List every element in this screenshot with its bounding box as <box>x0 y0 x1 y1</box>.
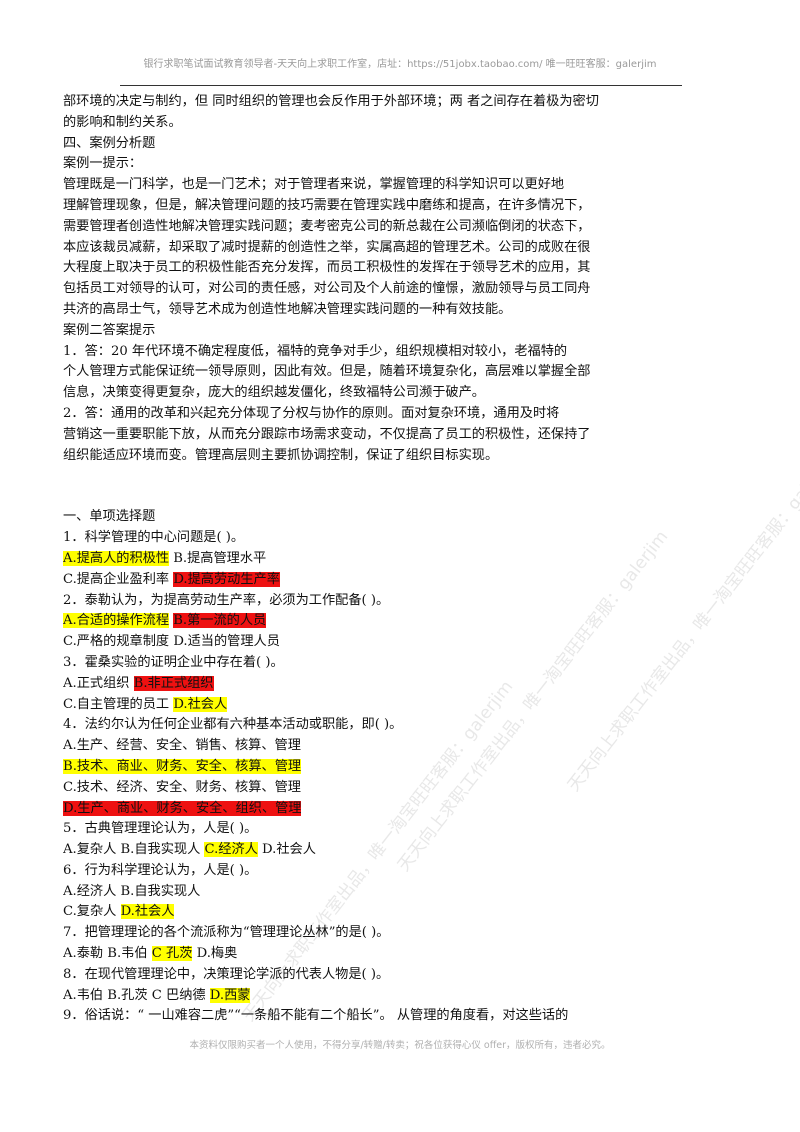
question: 7．把管理理论的各个流派称为“管理理论丛林”的是( )。 <box>63 925 390 941</box>
spacer <box>63 466 683 507</box>
question: 9．俗话说：“ 一山难容二虎”“一条船不能有二个船长”。 从管理的角度看，对这些… <box>63 1008 569 1024</box>
question: 5．古典管理理论认为，人是( )。 <box>63 821 258 837</box>
question: 8．在现代管理理论中，决策理论学派的代表人物是( )。 <box>63 966 390 982</box>
document-body: 部环境的决定与制约，但 同时组织的管理也会反作用于外部环境；两 者之间存在着极为… <box>63 92 683 1027</box>
question: 3．霍桑实验的证明企业中存在着( )。 <box>63 654 284 670</box>
section-heading: 一、单项选择题 <box>63 509 156 525</box>
options-row: C.自主管理的员工 D.社会人 <box>63 695 683 716</box>
options-row: A.韦伯 B.孔茨 C 巴纳德 D.西蒙 <box>63 986 683 1007</box>
text-line: 理解管理现象，但是，解决管理问题的技巧需要在管理实践中磨练和提高，在许多情况下， <box>63 197 591 213</box>
option-highlight-yellow: C.经济人 <box>204 842 258 858</box>
question: 2．泰勒认为，为提高劳动生产率，必须为工作配备( )。 <box>63 592 390 608</box>
options-row: A.复杂人 B.自我实现人 C.经济人 D.社会人 <box>63 840 683 861</box>
page-footer: 本资料仅限购买者一个人使用，不得分享/转赠/转卖；祝各位获得心仪 offer，版… <box>189 1040 611 1051</box>
option-highlight-red: D.生产、商业、财务、安全、组织、管理 <box>63 800 302 816</box>
question: 1．科学管理的中心问题是( )。 <box>63 530 245 546</box>
option: D.梅奥 <box>192 946 238 962</box>
option: D.社会人 <box>257 842 316 858</box>
option: B.提高管理水平 <box>169 550 267 566</box>
text-line: 部环境的决定与制约，但 同时组织的管理也会反作用于外部环境；两 者之间存在着极为… <box>63 94 599 109</box>
options-row: B.技术、商业、财务、安全、核算、管理 <box>63 757 683 778</box>
text-line: 本应该裁员减薪，却采取了减时提薪的创造性之举，实属高超的管理艺术。公司的成败在很 <box>63 239 591 255</box>
text-line: 组织能适应环境而变。管理高层则主要抓协调控制，保证了组织目标实现。 <box>63 446 683 467</box>
option-highlight-yellow: D.社会人 <box>173 696 228 712</box>
text-line: 管理既是一门科学，也是一门艺术；对于管理者来说，掌握管理的科学知识可以更好地 <box>63 177 565 193</box>
option: A.泰勒 B.韦伯 <box>63 946 152 962</box>
text-line: 信息，决策变得更复杂，庞大的组织越发僵化，终致福特公司濒于破产。 <box>63 385 485 401</box>
question: 4．法约尔认为任何企业都有六种基本活动或职能，即( )。 <box>63 717 403 733</box>
options-row: A.经济人 B.自我实现人 <box>63 883 201 899</box>
text-line: 2．答：通用的改革和兴起充分体现了分权与协作的原则。面对复杂环境，通用及时将 <box>63 405 560 421</box>
option-highlight-yellow: A.合适的操作流程 <box>63 613 170 629</box>
text-line: 的影响和制约关系。 <box>63 114 182 130</box>
option: C.提高企业盈利率 <box>63 571 174 587</box>
option: A.正式组织 <box>63 675 134 691</box>
text-line: 个人管理方式能保证统一领导原则，因此有效。但是，随着环境复杂化，高层难以掌握全部 <box>63 364 591 380</box>
text-line: 共济的高昂士气，领导艺术成为创造性地解决管理实践问题的一种有效技能。 <box>63 301 512 317</box>
options-row: D.生产、商业、财务、安全、组织、管理 <box>63 799 683 820</box>
option: A.复杂人 B.自我实现人 <box>63 842 205 858</box>
options-row: A.泰勒 B.韦伯 C 孔茨 D.梅奥 <box>63 944 683 965</box>
options-row: A.正式组织 B.非正式组织 <box>63 674 683 695</box>
text-line: 包括员工对领导的认可，对公司的责任感，对公司及个人前途的憧憬，激励领导与员工同舟 <box>63 281 591 297</box>
case-title: 案例一提示： <box>63 156 143 172</box>
text-line: 1．答：20 年代环境不确定程度低，福特的竞争对手少，组织规模相对较小，老福特的 <box>63 343 568 359</box>
text-line: 需要管理者创造性地解决管理实践问题；麦考密克公司的新总裁在公司濒临倒闭的状态下， <box>63 218 591 234</box>
option-highlight-red: B.第一流的人员 <box>173 613 267 629</box>
options-row: A.合适的操作流程 B.第一流的人员 <box>63 611 683 632</box>
option-highlight-yellow: B.技术、商业、财务、安全、核算、管理 <box>63 758 302 774</box>
text-span: 组织能适应环境而变。管理高层则主要抓协调控制，保证了组织目标实现。 <box>63 447 499 463</box>
option: A.韦伯 B.孔茨 C 巴纳德 <box>63 987 210 1003</box>
options-row: C.提高企业盈利率 D.提高劳动生产率 <box>63 570 683 591</box>
case-title: 案例二答案提示 <box>63 322 156 338</box>
option-highlight-yellow: A.提高人的积极性 <box>63 550 170 566</box>
header-rule <box>120 85 682 86</box>
option-highlight-yellow: C 孔茨 <box>151 946 193 962</box>
options-row: C.严格的规章制度 D.适当的管理人员 <box>63 634 280 650</box>
question: 6．行为科学理论认为，人是( )。 <box>63 862 258 878</box>
options-row: C.复杂人 D.社会人 <box>63 902 683 923</box>
option-highlight-yellow: D.西蒙 <box>209 987 251 1003</box>
option-highlight-red: D.提高劳动生产率 <box>173 571 280 587</box>
page-header: 银行求职笔试面试教育领导者-天天向上求职工作室，店址：https://51job… <box>143 59 657 70</box>
option: C.自主管理的员工 <box>63 696 174 712</box>
section-heading: 四、案例分析题 <box>63 135 156 151</box>
options-row: A.提高人的积极性 B.提高管理水平 <box>63 549 683 570</box>
option-highlight-red: B.非正式组织 <box>133 675 214 691</box>
options-row: C.技术、经济、安全、财务、核算、管理 <box>63 779 301 795</box>
text-line: 营销这一重要职能下放，从而充分跟踪市场需求变动，不仅提高了员工的积极性，还保持了 <box>63 426 591 442</box>
options-row: A.生产、经营、安全、销售、核算、管理 <box>63 738 301 754</box>
text-line: 大程度上取决于员工的积极性能否充分发挥，而员工积极性的发挥在于领导艺术的应用，其 <box>63 260 591 276</box>
option-highlight-yellow: D.社会人 <box>120 904 175 920</box>
option: C.复杂人 <box>63 904 121 920</box>
